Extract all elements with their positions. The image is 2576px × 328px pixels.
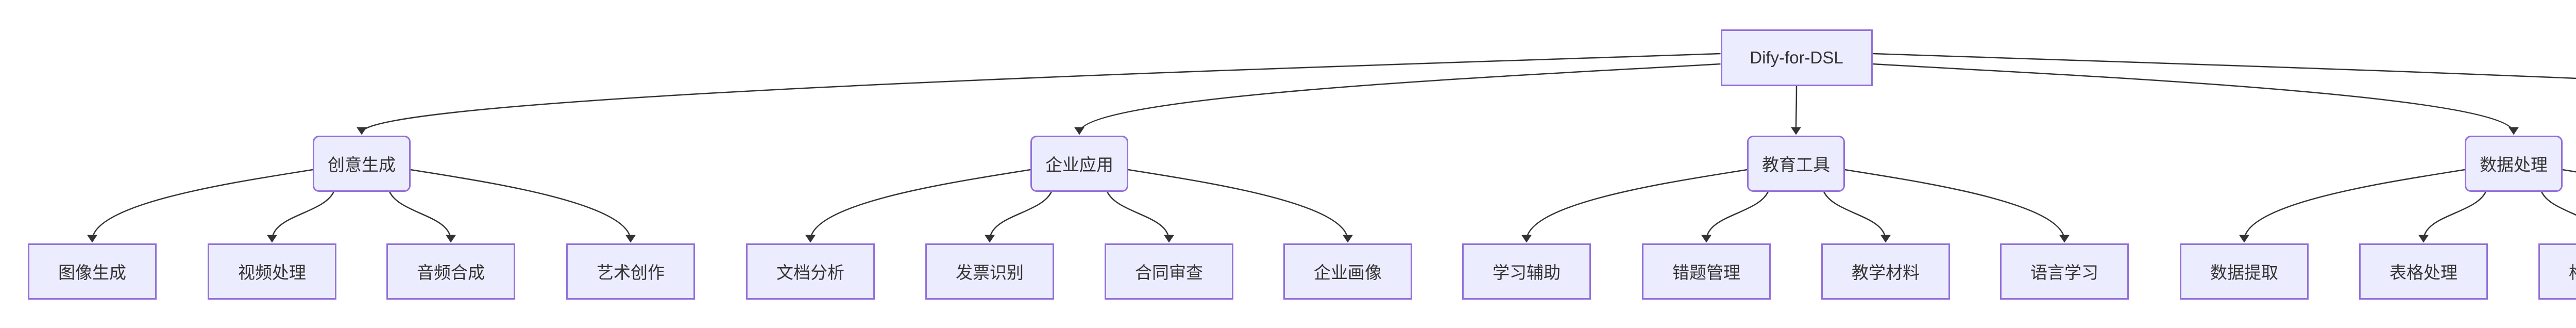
edge-creative-to-art-creation xyxy=(410,169,632,241)
arrowhead-invoice-recognition xyxy=(985,235,995,243)
node-leaf-video-processing-label: 视频处理 xyxy=(238,263,306,282)
node-leaf-mistake-management-label: 错题管理 xyxy=(1672,263,1740,282)
node-leaf-language-learning-label: 语言学习 xyxy=(2030,263,2098,282)
arrowhead-document-analysis xyxy=(805,235,816,243)
node-leaf-learning-assistance: 学习辅助 xyxy=(1462,243,1591,300)
arrowhead-image-generation xyxy=(87,235,97,243)
node-leaf-invoice-recognition: 发票识别 xyxy=(925,243,1054,300)
node-leaf-table-processing-label: 表格处理 xyxy=(2389,263,2458,282)
edge-education-to-mistake-management xyxy=(1705,190,1769,241)
node-leaf-teaching-materials: 教学材料 xyxy=(1821,243,1950,300)
node-category-creative: 创意生成 xyxy=(313,135,411,192)
node-category-creative-label: 创意生成 xyxy=(328,155,396,174)
edge-root-to-data-processing xyxy=(1872,63,2515,133)
node-root-label: Dify-for-DSL xyxy=(1750,48,1843,67)
node-category-enterprise-label: 企业应用 xyxy=(1045,155,1113,174)
edge-creative-to-image-generation xyxy=(91,169,313,241)
node-leaf-contract-review-label: 合同审查 xyxy=(1135,263,1203,282)
edge-root-to-tech-integration xyxy=(1872,53,2576,79)
edge-enterprise-to-company-profile xyxy=(1128,169,1349,241)
node-leaf-video-processing: 视频处理 xyxy=(208,243,336,300)
arrowhead-teaching-materials xyxy=(1880,235,1891,243)
edge-data-processing-to-format-conversion xyxy=(2540,190,2576,216)
edge-enterprise-to-contract-review xyxy=(1106,190,1170,241)
edge-education-to-teaching-materials xyxy=(1823,190,1887,241)
edge-education-to-language-learning xyxy=(1844,169,2065,241)
node-leaf-teaching-materials-label: 教学材料 xyxy=(1852,263,1920,282)
node-category-data-processing: 数据处理 xyxy=(2465,135,2563,192)
node-leaf-format-conversion-label: 格式转换 xyxy=(2569,259,2576,284)
node-leaf-art-creation-label: 艺术创作 xyxy=(597,263,665,282)
node-category-data-processing-label: 数据处理 xyxy=(2480,155,2548,174)
node-leaf-image-generation-label: 图像生成 xyxy=(58,263,126,282)
arrowhead-mistake-management xyxy=(1701,235,1711,243)
arrowhead-data-processing xyxy=(2509,127,2519,135)
node-leaf-company-profile: 企业画像 xyxy=(1283,243,1412,300)
arrowhead-language-learning xyxy=(2059,235,2070,243)
arrowhead-audio-synthesis xyxy=(446,235,456,243)
node-leaf-format-conversion: 格式转换 xyxy=(2538,243,2576,300)
arrowhead-art-creation xyxy=(625,235,636,243)
edge-root-to-enterprise xyxy=(1078,63,1721,133)
edge-data-processing-to-batch-processing xyxy=(2562,169,2576,173)
arrowhead-company-profile xyxy=(1343,235,1353,243)
edge-root-to-education xyxy=(1795,86,1798,133)
arrowhead-enterprise xyxy=(1074,127,1084,135)
node-leaf-document-analysis-label: 文档分析 xyxy=(776,263,844,282)
arrowhead-learning-assistance xyxy=(1521,235,1532,243)
node-leaf-image-generation: 图像生成 xyxy=(28,243,157,300)
node-leaf-table-processing: 表格处理 xyxy=(2359,243,2488,300)
node-leaf-mistake-management: 错题管理 xyxy=(1642,243,1771,300)
edge-enterprise-to-document-analysis xyxy=(809,169,1031,241)
node-leaf-learning-assistance-label: 学习辅助 xyxy=(1493,263,1561,282)
node-leaf-data-extraction-label: 数据提取 xyxy=(2210,263,2278,282)
node-category-education: 教育工具 xyxy=(1747,135,1845,192)
node-root: Dify-for-DSL xyxy=(1720,29,1873,86)
edge-data-processing-to-data-extraction xyxy=(2243,169,2465,241)
arrowhead-table-processing xyxy=(2418,235,2429,243)
node-category-education-label: 教育工具 xyxy=(1762,155,1830,174)
node-leaf-company-profile-label: 企业画像 xyxy=(1314,263,1382,282)
node-category-enterprise: 企业应用 xyxy=(1030,135,1128,192)
node-leaf-contract-review: 合同审查 xyxy=(1105,243,1233,300)
node-leaf-data-extraction: 数据提取 xyxy=(2180,243,2309,300)
node-leaf-audio-synthesis-label: 音频合成 xyxy=(417,263,485,282)
arrowhead-contract-review xyxy=(1164,235,1174,243)
edge-creative-to-audio-synthesis xyxy=(388,190,452,241)
node-leaf-document-analysis: 文档分析 xyxy=(746,243,875,300)
edge-creative-to-video-processing xyxy=(271,190,335,241)
arrowhead-video-processing xyxy=(267,235,277,243)
edge-enterprise-to-invoice-recognition xyxy=(989,190,1053,241)
edge-education-to-learning-assistance xyxy=(1526,169,1748,241)
arrowhead-creative xyxy=(357,127,367,135)
node-leaf-language-learning: 语言学习 xyxy=(2000,243,2129,300)
arrowhead-data-extraction xyxy=(2239,235,2249,243)
arrowhead-education xyxy=(1791,127,1801,135)
node-leaf-art-creation: 艺术创作 xyxy=(566,243,695,300)
node-leaf-invoice-recognition-label: 发票识别 xyxy=(956,263,1024,282)
node-leaf-audio-synthesis: 音频合成 xyxy=(386,243,515,300)
edge-data-processing-to-table-processing xyxy=(2422,190,2487,241)
edge-root-to-creative xyxy=(361,53,1721,133)
